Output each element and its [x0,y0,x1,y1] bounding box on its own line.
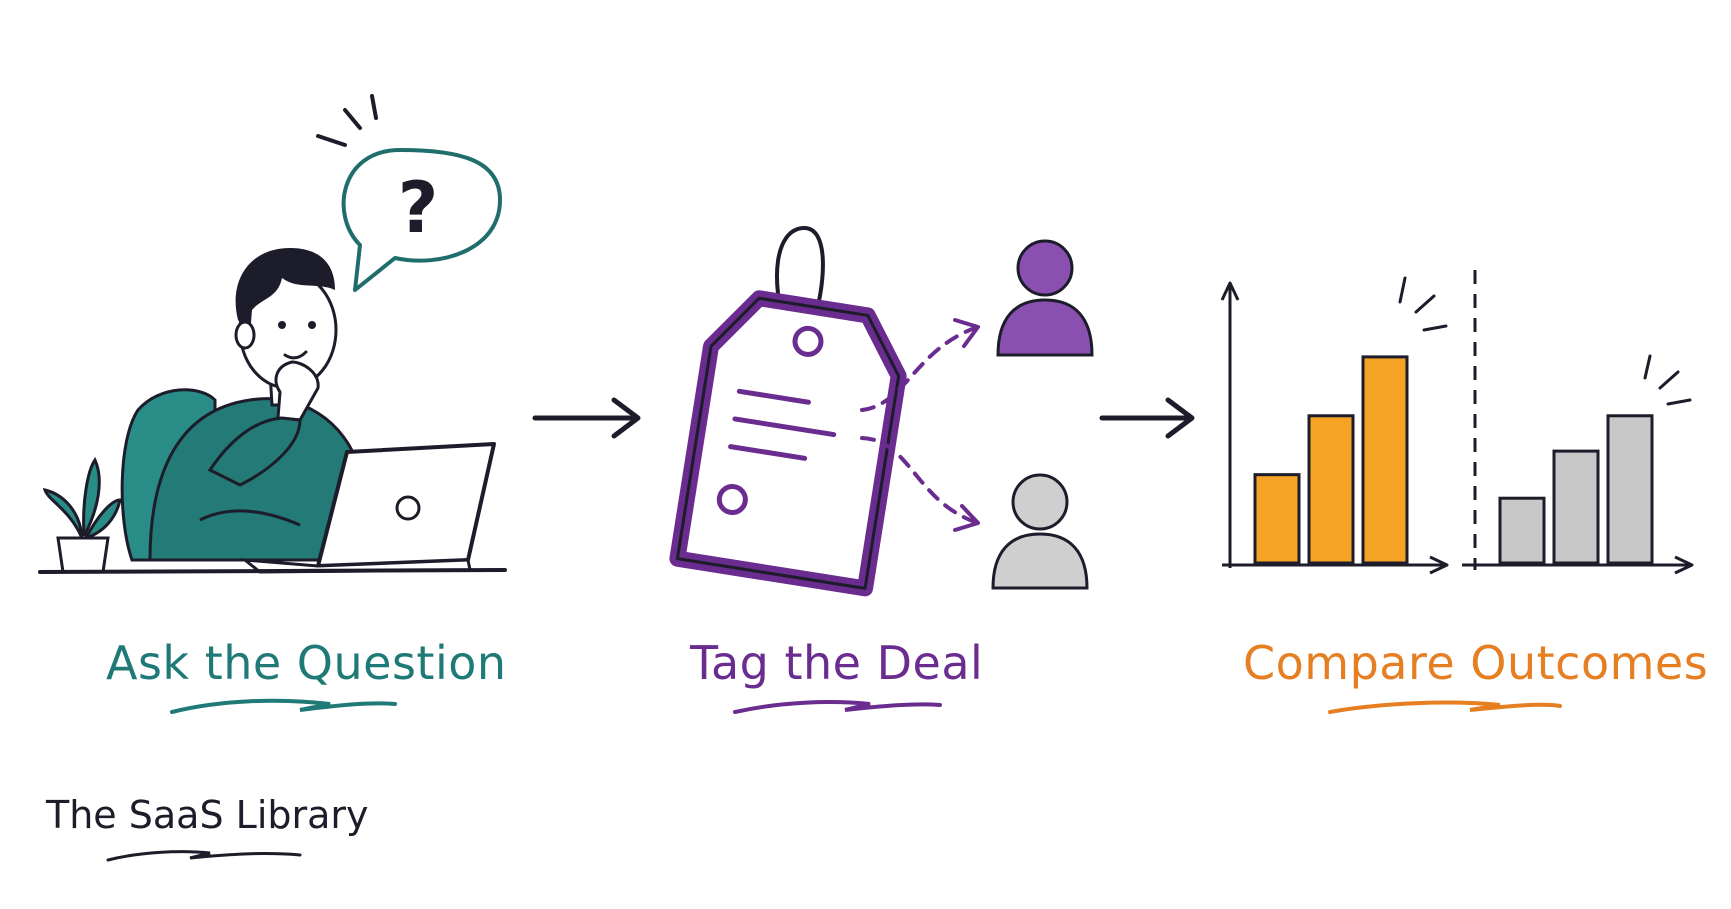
desk-line [38,568,507,574]
dashed-arrow-up-icon [860,318,980,412]
price-tag-icon [669,290,907,597]
potted-plant-icon [42,456,122,574]
chart-2-bars [1498,414,1654,565]
dashed-arrow-down-icon [860,436,980,532]
arrow-right-icon [1099,397,1195,439]
chart-2-axes [1462,555,1694,575]
chart-1-bar-3 [1361,355,1409,565]
underline-squiggle-3 [1328,700,1562,714]
arrow-right-icon [532,397,641,439]
step-label-tag-the-deal: Tag the Deal [690,636,984,690]
step-1-illustration: ? [38,94,507,574]
step-3-illustration [1220,270,1694,575]
question-mark: ? [398,167,439,249]
chart-1-bars [1253,355,1409,565]
sparkle-icon [1398,276,1448,332]
chart-2-bar-2 [1552,449,1600,565]
step-2-illustration [669,225,1094,597]
step-label-ask-the-question: Ask the Question [106,636,507,690]
person-icon-purple [996,239,1094,357]
underline-squiggle-2 [733,700,942,714]
person-icon-gray [991,473,1089,590]
person-body [148,397,372,562]
chart-1-bar-2 [1307,414,1355,565]
chart-1-bar-1 [1253,473,1301,565]
underline-squiggle-brand [106,850,302,862]
tag-string [775,225,825,332]
chart-2-bar-3 [1606,414,1654,565]
chart-1-axes [1220,281,1449,575]
underline-squiggle-1 [170,698,397,714]
step-label-compare-outcomes: Compare Outcomes [1243,636,1709,690]
question-bubble-icon: ? [316,94,502,292]
brand-logo-text: The SaaS Library [46,793,369,837]
person-hair [235,248,335,335]
chart-2-bar-1 [1498,496,1546,565]
sparkle-icon [1643,354,1692,406]
